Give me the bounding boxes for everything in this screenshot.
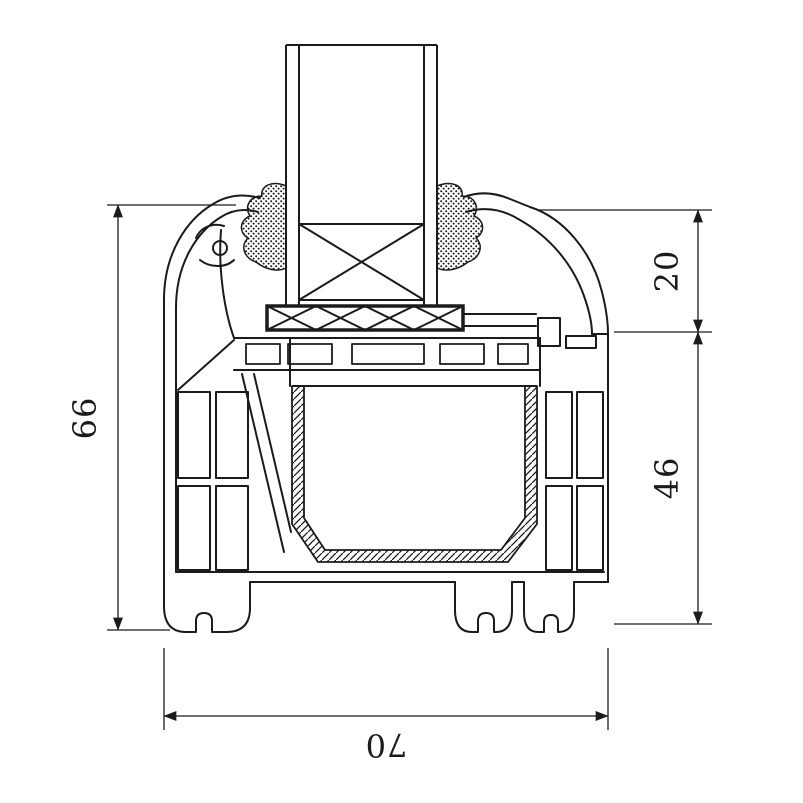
bead-hook bbox=[565, 335, 597, 349]
glazing-packer bbox=[265, 304, 465, 332]
dimensions: 66 20 46 70 bbox=[66, 204, 712, 764]
reinforcement-hatch-band bbox=[291, 385, 538, 563]
shelf-rib bbox=[245, 343, 281, 365]
dimension-label-46: 46 bbox=[648, 457, 686, 500]
reinforcement-chamber bbox=[291, 385, 538, 563]
frame-profile bbox=[163, 192, 609, 633]
chamber-divider bbox=[177, 339, 235, 391]
dimension-label-70: 70 bbox=[365, 726, 408, 764]
frame-outer-right bbox=[463, 192, 609, 583]
packer-body bbox=[265, 304, 465, 332]
frame-inner-right bbox=[465, 208, 593, 335]
chamber bbox=[576, 485, 604, 571]
shelf-rib bbox=[287, 343, 333, 365]
frame-interior-wall-left bbox=[219, 229, 235, 339]
dimension-lower-height: 46 bbox=[614, 331, 712, 625]
foot-center bbox=[454, 581, 513, 633]
foot-left bbox=[163, 581, 251, 633]
spacer-bar-diagonal bbox=[298, 223, 425, 301]
dimension-overall-width: 70 bbox=[163, 648, 609, 764]
foot-right bbox=[523, 581, 575, 633]
gasket-groove bbox=[199, 259, 235, 267]
chamber bbox=[177, 485, 211, 571]
gasket-groove bbox=[195, 223, 225, 239]
gaskets bbox=[240, 182, 484, 271]
frame-inner-left bbox=[175, 208, 259, 573]
chamber bbox=[215, 391, 249, 479]
shelf-rib bbox=[439, 343, 485, 365]
dimension-overall-height: 66 bbox=[66, 204, 236, 631]
gasket-right bbox=[436, 182, 484, 271]
gasket-left bbox=[240, 182, 287, 271]
diagonal-strut bbox=[253, 373, 292, 533]
frame-outer-left bbox=[163, 194, 261, 583]
bead-hook bbox=[537, 317, 561, 347]
chamber bbox=[215, 485, 249, 571]
chamber bbox=[545, 485, 573, 571]
glazing-unit bbox=[285, 44, 438, 310]
shelf-rib bbox=[351, 343, 425, 365]
dimension-label-20: 20 bbox=[648, 250, 686, 293]
dimension-label-66: 66 bbox=[66, 397, 104, 440]
shelf-rib bbox=[497, 343, 529, 365]
chamber bbox=[177, 391, 211, 479]
chamber bbox=[545, 391, 573, 479]
chamber bbox=[576, 391, 604, 479]
